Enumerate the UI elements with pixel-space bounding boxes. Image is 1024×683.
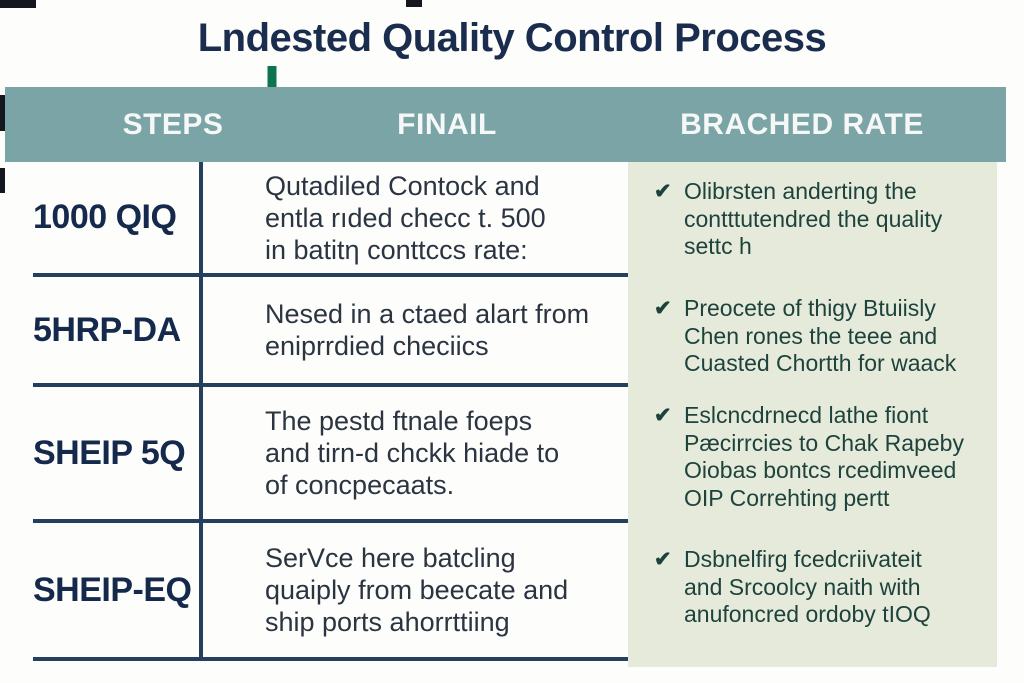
step-cell: SHEIP-EQ	[33, 523, 203, 657]
scan-artifact	[0, 168, 5, 193]
table-row: 5HRP-DA Nesed in a ctaed alart from enip…	[33, 277, 628, 387]
header-steps: STEPS	[122, 107, 224, 141]
detail-cell: Nesed in a ctaed alart from eniprrdied c…	[265, 299, 590, 361]
table-row: 1000 QIQ Qutadiled Contock and entla rıd…	[33, 162, 628, 277]
scan-artifact	[406, 0, 422, 7]
detail-cell: SerVce here batcling quaiply from beecat…	[265, 543, 569, 637]
table-row: SHEIP 5Q The pestd ftnale foeps and tirn…	[33, 387, 628, 523]
table-header-band: STEPS FINAIL BRACHED RATE	[5, 87, 1006, 162]
list-item: ✔ Dsbnelfirg fcedcriivateit and Srcoolcy…	[654, 546, 931, 629]
header-finail: FINAIL	[397, 107, 497, 141]
page-title: Lndested Quality Control Process	[197, 16, 827, 60]
checklist-text: Dsbnelfirg fcedcriivateit and Srcoolcy n…	[684, 546, 931, 627]
list-item: ✔ Olibrsten anderting the contttutendred…	[654, 178, 942, 261]
scan-artifact	[0, 95, 5, 131]
checklist-text: Preocete of thigy Btuiisly Chen rones th…	[684, 295, 957, 376]
detail-cell: The pestd ftnale foeps and tirn-d chckk …	[265, 406, 560, 500]
checkmark-icon: ✔	[654, 180, 672, 203]
checkmark-icon: ✔	[654, 297, 672, 320]
detail-cell: Qutadiled Contock and entla rıded checc …	[265, 170, 546, 265]
step-cell: 1000 QIQ	[33, 162, 203, 273]
process-table: 1000 QIQ Qutadiled Contock and entla rıd…	[33, 162, 628, 661]
step-cell: SHEIP 5Q	[33, 387, 203, 519]
checkmark-icon: ✔	[654, 548, 672, 571]
checklist-column: ✔ Olibrsten anderting the contttutendred…	[628, 162, 997, 667]
list-item: ✔ Preocete of thigy Btuiisly Chen rones …	[654, 295, 956, 378]
checklist-text: Olibrsten anderting the contttutendred t…	[684, 178, 943, 259]
step-cell: 5HRP-DA	[33, 277, 203, 383]
header-brached-rate: BRACHED RATE	[680, 107, 924, 141]
list-item: ✔ Eslcncdrnecd lathe fiont Pæcirrcies to…	[654, 402, 964, 512]
scan-artifact	[0, 0, 36, 8]
checkmark-icon: ✔	[654, 404, 672, 427]
checklist-text: Eslcncdrnecd lathe fiont Pæcirrcies to C…	[684, 402, 964, 511]
table-row: SHEIP-EQ SerVce here batcling quaiply fr…	[33, 523, 628, 661]
